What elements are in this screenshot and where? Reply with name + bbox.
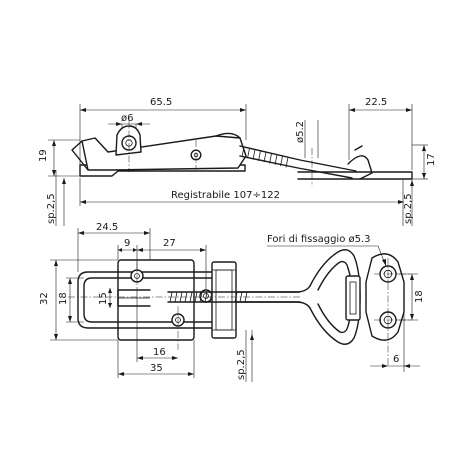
dim-slot-width: 15 [98, 292, 109, 305]
keeper-view: Fori di fissaggio ø5.3 18 6 [267, 234, 425, 372]
dim-plate-thickness-right: sp.2,5 [403, 193, 414, 224]
plan-lever-frame [77, 271, 223, 329]
side-hook [347, 155, 373, 180]
dim-pin-diameter: ø6 [121, 113, 133, 124]
dim-overall-width: 32 [39, 292, 50, 305]
thread-line [252, 149, 256, 160]
dim-hook-to-end: 22.5 [365, 97, 387, 108]
side-threaded-rod [239, 145, 357, 179]
thread-line [247, 148, 250, 159]
thread-line [174, 291, 178, 303]
dim-left-height: 19 [38, 149, 49, 162]
plan-view: 24.5 9 27 32 18 15 [39, 222, 311, 382]
thread-line [199, 291, 203, 303]
thread-line [269, 153, 272, 164]
side-cam-body [215, 132, 241, 139]
side-lever-nose [71, 140, 89, 171]
dim-hole-spacing: 16 [153, 347, 166, 358]
dim-base-length: 35 [150, 363, 163, 374]
dim-base-width: 24.5 [96, 222, 118, 233]
dim-plan-plate-thickness: sp.2,5 [236, 349, 247, 380]
dim-plate-thickness-left: sp.2,5 [46, 193, 57, 224]
thread-line [285, 157, 289, 168]
keeper-catch [345, 275, 361, 321]
plan-rod-to-loop [235, 285, 311, 309]
side-keeper-plate [297, 171, 413, 180]
dim-slot-offset: 9 [124, 238, 130, 249]
dim-inner-width: 18 [58, 292, 69, 305]
thread-line [280, 156, 283, 167]
dim-keeper-edge-offset: 6 [393, 354, 399, 365]
plan-pivot-block [211, 261, 237, 339]
side-view: 65.5 ø6 22.5 ø5.2 19 17 [38, 97, 437, 226]
dim-adjustable-range: Registrabile 107÷122 [171, 190, 280, 201]
keeper-mounting-holes-note: Fori di fissaggio ø5.3 [267, 234, 371, 245]
dim-keeper-hole-spacing: 18 [414, 290, 425, 303]
dim-rod-diameter: ø5.2 [295, 121, 306, 143]
dim-right-height: 17 [426, 153, 437, 166]
thread-line [263, 152, 267, 163]
thread-line [241, 146, 245, 158]
side-hook-tip [354, 145, 363, 151]
plan-base-plate [117, 259, 195, 341]
dim-overall-length: 65.5 [150, 97, 172, 108]
dim-pivot-distance: 27 [163, 238, 176, 249]
plan-lever-frame-inner [83, 277, 223, 323]
keeper-catch-inner [349, 281, 357, 315]
thread-line [274, 154, 278, 165]
side-lever-arm [81, 135, 247, 171]
thread-line [258, 150, 261, 161]
keeper-plate [365, 253, 405, 341]
